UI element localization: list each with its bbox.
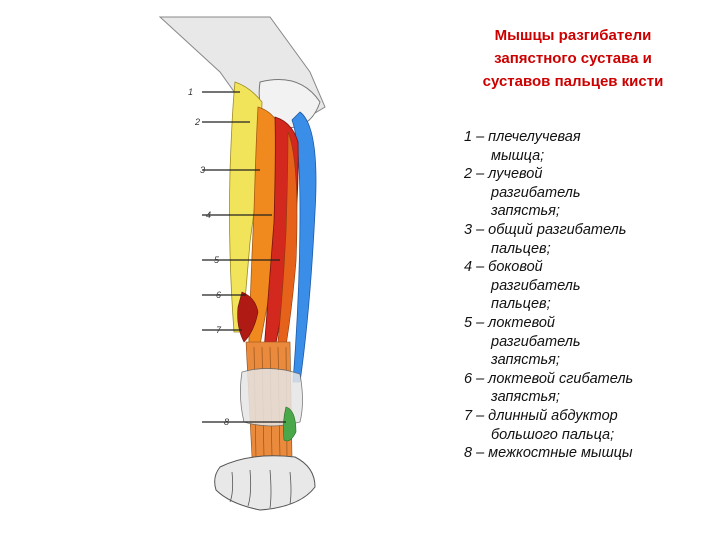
figure-label-5: 5 [214,255,220,265]
paw-digits [214,455,316,511]
figure-label-1: 1 [188,87,193,97]
leader-lines [202,91,286,423]
figure-label-3: 3 [200,165,205,175]
legend-item: 2 – лучевой разгибатель запястья; [464,166,581,220]
legend-item: 1 – плечелучевая мышца; [464,129,581,164]
legend-item: 6 – локтевой сгибатель запястья; [464,370,634,406]
figure-label-7: 7 [216,325,222,335]
legend-item: 4 – боковой разгибатель пальцев; [464,259,581,313]
legend-item: 3 – общий разгибатель пальцев; [464,221,627,257]
legend-item: 8 – межкостные мышцы [464,445,633,462]
slide-title: Мышцы разгибатели запястного сустава и с… [482,27,664,90]
abductor-muscle [237,291,259,343]
legend-list: 1 – плечелучевая мышца; 2 – лучевой разг… [464,128,714,463]
figure-label-2: 2 [194,117,200,127]
figure-label-6: 6 [216,290,221,300]
interosseous-muscle [283,406,297,442]
legend-item: 5 – локтевой разгибатель запястья; [464,314,581,369]
legend-item: 7 – длинный абдуктор большого пальца; [464,407,618,443]
figure-label-4: 4 [206,210,211,220]
figure-label-8: 8 [224,417,229,427]
leg-muscle-illustration: 1 2 3 4 5 6 7 8 [150,12,450,537]
